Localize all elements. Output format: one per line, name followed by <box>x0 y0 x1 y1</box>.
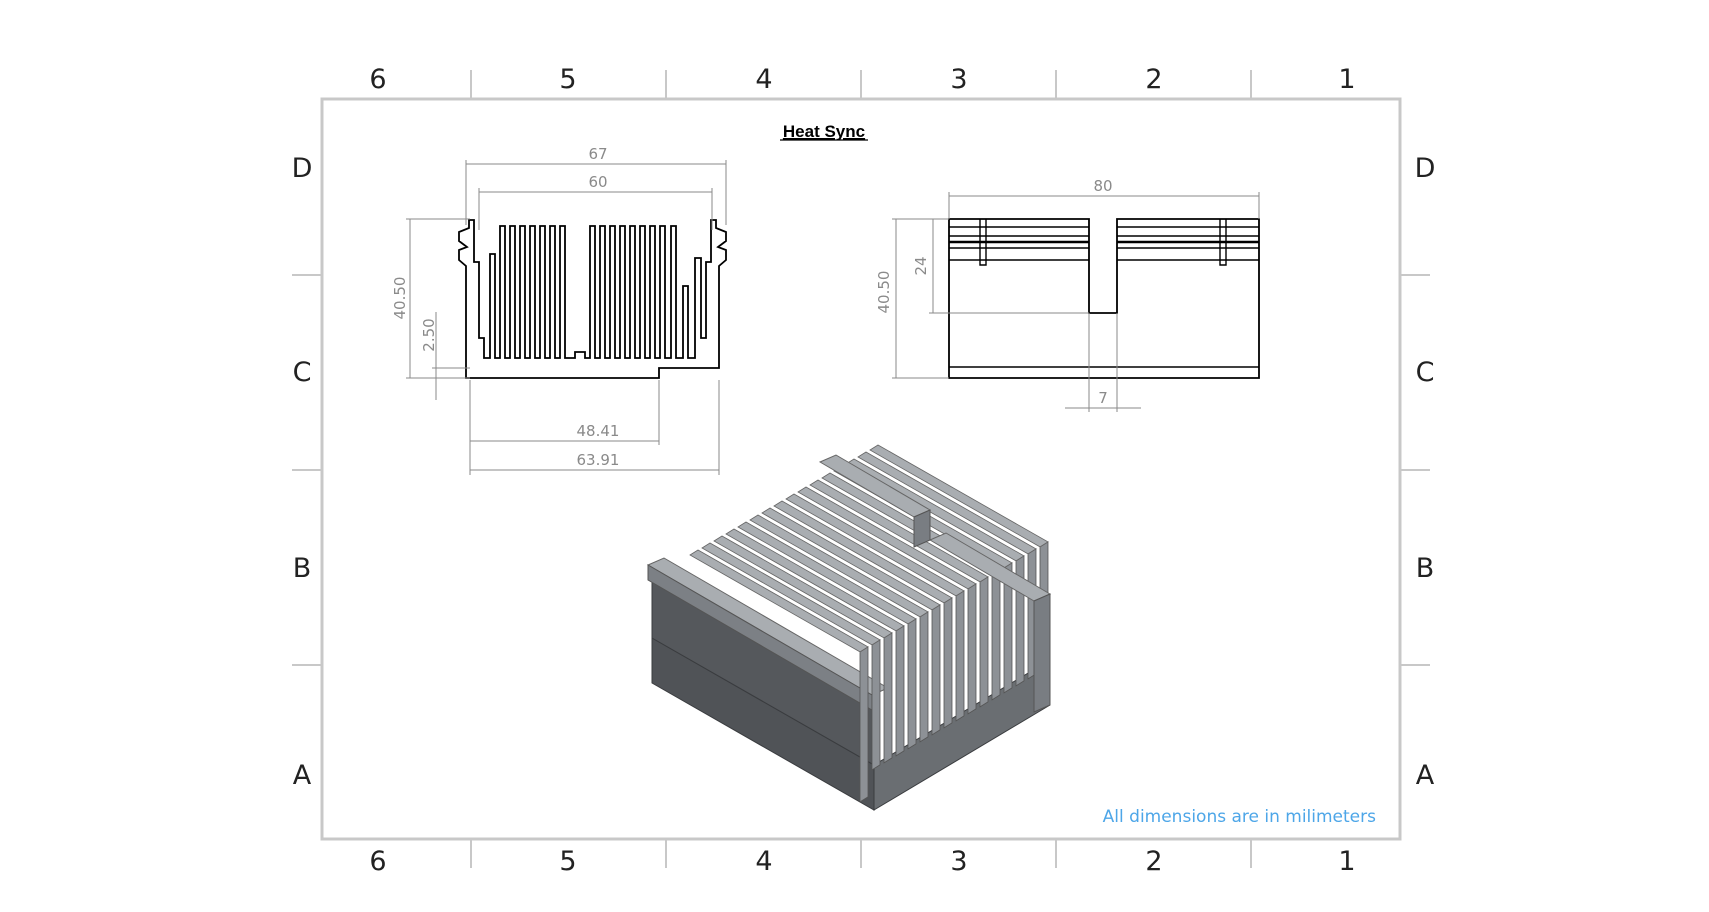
zone-column-label: 1 <box>1338 846 1355 877</box>
zone-column-label: 1 <box>1338 64 1355 95</box>
zone-column-label: 5 <box>559 64 576 95</box>
dim-base-width: 63.91 <box>577 451 620 469</box>
dim-inner-width: 60 <box>588 173 607 191</box>
zone-row-label: D <box>292 153 313 184</box>
dim-front-height: 40.50 <box>391 277 409 320</box>
zone-row-label: A <box>293 760 312 791</box>
dim-side-height: 40.50 <box>875 271 893 314</box>
zone-row-label: B <box>293 553 312 584</box>
drawing-title: Heat Sync <box>783 122 865 141</box>
zone-column-label: 3 <box>950 64 967 95</box>
zone-columns-top: 6 5 4 3 2 1 <box>369 64 1355 95</box>
front-view <box>458 219 727 379</box>
isometric-view <box>646 444 1052 811</box>
zone-column-label: 6 <box>369 64 386 95</box>
zone-columns-bottom: 6 5 4 3 2 1 <box>369 846 1355 877</box>
zone-row-label: D <box>1415 153 1436 184</box>
zone-column-label: 3 <box>950 846 967 877</box>
dim-slot-width: 7 <box>1098 389 1108 407</box>
dim-overall-width: 67 <box>588 145 607 163</box>
zone-column-label: 6 <box>369 846 386 877</box>
front-view-profile <box>458 219 727 379</box>
zone-rows-right: D C B A <box>1415 153 1436 791</box>
dim-step-width: 48.41 <box>577 422 620 440</box>
zone-column-label: 4 <box>755 846 772 877</box>
zone-row-label: C <box>293 357 312 388</box>
zone-ticks <box>292 70 1430 868</box>
zone-row-label: B <box>1416 553 1435 584</box>
zone-row-label: A <box>1416 760 1435 791</box>
zone-column-label: 5 <box>559 846 576 877</box>
dim-base-thickness: 2.50 <box>420 318 438 351</box>
zone-column-label: 2 <box>1145 64 1162 95</box>
zone-column-label: 2 <box>1145 846 1162 877</box>
side-view <box>948 218 1260 379</box>
zone-column-label: 4 <box>755 64 772 95</box>
dim-length: 80 <box>1093 177 1112 195</box>
side-view-dimensions: 80 40.50 24 7 <box>875 177 1260 412</box>
front-view-dimensions: 67 60 40.50 2.50 48.41 63.91 <box>391 145 727 475</box>
dim-slot-depth: 24 <box>912 256 930 275</box>
units-note: All dimensions are in milimeters <box>1103 807 1376 827</box>
zone-row-label: C <box>1416 357 1435 388</box>
zone-rows-left: D C B A <box>292 153 313 791</box>
